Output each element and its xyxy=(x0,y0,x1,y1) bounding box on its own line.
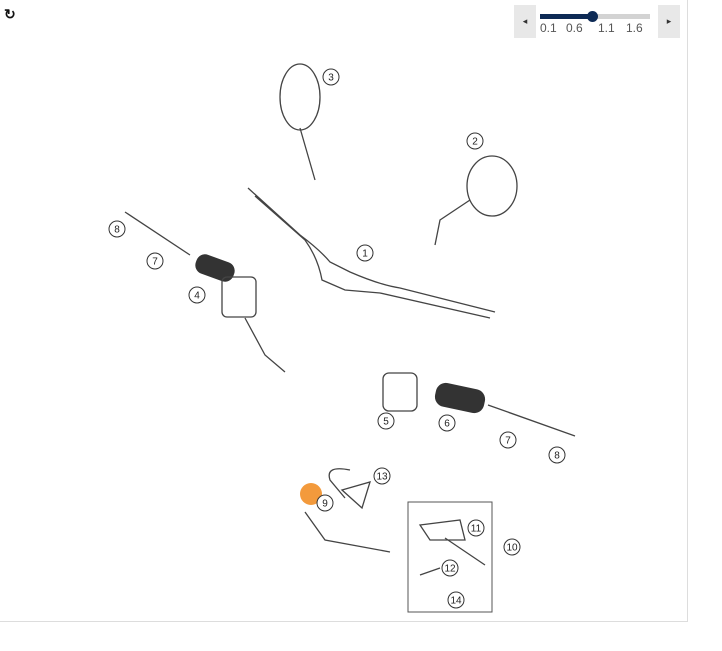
callout-label: 7 xyxy=(505,436,511,447)
zoom-out-button[interactable]: ◂ xyxy=(514,5,536,38)
callout-label: 1 xyxy=(362,249,368,260)
callout-8[interactable]: 8 xyxy=(108,220,126,238)
callout-4[interactable]: 4 xyxy=(188,286,206,304)
callout-label: 8 xyxy=(554,451,560,462)
handlebar[interactable] xyxy=(247,187,496,319)
callout-12[interactable]: 12 xyxy=(441,559,459,577)
zoom-in-button[interactable]: ▸ xyxy=(658,5,680,38)
lever-inset xyxy=(407,501,493,613)
clutch-cable[interactable] xyxy=(304,468,391,553)
diagram-viewer xyxy=(0,0,688,622)
callout-label: 7 xyxy=(152,257,158,268)
zoom-tick-label: 1.6 xyxy=(626,21,643,35)
zoom-tick-label: 0.1 xyxy=(540,21,557,35)
callout-6[interactable]: 6 xyxy=(438,414,456,432)
callout-label: 5 xyxy=(383,417,389,428)
refresh-icon[interactable]: ↻ xyxy=(4,6,16,22)
callout-label: 3 xyxy=(328,73,334,84)
callout-10[interactable]: 10 xyxy=(503,538,521,556)
callout-label: 11 xyxy=(471,524,482,535)
mirror-right[interactable] xyxy=(434,155,518,246)
mirror-left[interactable] xyxy=(279,63,321,181)
callout-8[interactable]: 8 xyxy=(548,446,566,464)
callout-7[interactable]: 7 xyxy=(146,252,164,270)
callout-label: 10 xyxy=(506,543,518,554)
callout-7[interactable]: 7 xyxy=(499,431,517,449)
zoom-slider[interactable] xyxy=(540,8,652,40)
clutch-lever[interactable] xyxy=(418,519,486,576)
zoom-tick-label: 1.1 xyxy=(598,21,615,35)
callout-5[interactable]: 5 xyxy=(377,412,395,430)
callout-label: 14 xyxy=(450,596,462,607)
callout-1[interactable]: 1 xyxy=(356,244,374,262)
zoom-slider-handle[interactable] xyxy=(586,11,598,22)
callout-label: 2 xyxy=(472,137,478,148)
callout-13[interactable]: 13 xyxy=(373,467,391,485)
callout-label: 12 xyxy=(444,564,456,575)
selected-part-marker[interactable] xyxy=(300,483,322,505)
left-grip-switch[interactable] xyxy=(124,211,286,373)
callout-9[interactable]: 9 xyxy=(316,494,334,512)
right-grip-switch[interactable] xyxy=(382,372,576,437)
callout-3[interactable]: 3 xyxy=(322,68,340,86)
callout-label: 4 xyxy=(194,291,200,302)
callout-2[interactable]: 2 xyxy=(466,132,484,150)
callout-11[interactable]: 11 xyxy=(467,519,485,537)
callout-label: 13 xyxy=(376,472,388,483)
callout-label: 6 xyxy=(444,419,450,430)
callout-14[interactable]: 14 xyxy=(447,591,465,609)
callout-label: 9 xyxy=(322,499,328,510)
zoom-tick-label: 0.6 xyxy=(566,21,583,35)
callout-label: 8 xyxy=(114,225,120,236)
